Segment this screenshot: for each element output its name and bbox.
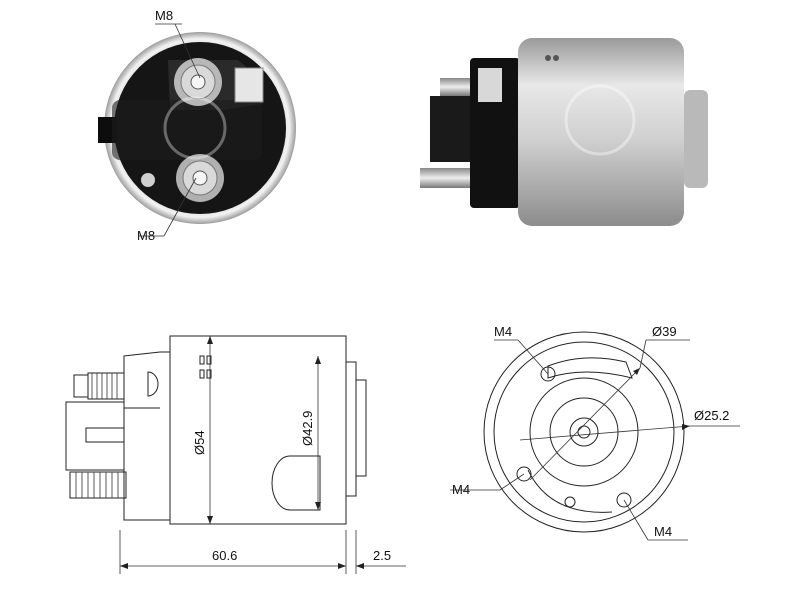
watermark-logo: [163, 96, 227, 160]
drawing-inner-circle: [529, 377, 639, 487]
dim-offset: 2.5: [373, 548, 391, 563]
drawing-side-view: Ø54 Ø42.9 60.6 2.5: [65, 335, 406, 574]
connector-block: [430, 96, 474, 162]
photo-end-view: M8 M8: [98, 8, 296, 243]
drawing-plunger: [271, 455, 321, 511]
thread-label-top: M8: [155, 8, 173, 23]
dim-plunger-diameter: Ø42.9: [300, 411, 315, 446]
drawing-stud-bottom: [69, 471, 127, 499]
watermark-logo-side: [564, 84, 636, 156]
label-bolt-circle: Ø39: [652, 324, 677, 339]
label-mount-top: M4: [494, 324, 512, 339]
drawing-end-view: M4 Ø39 Ø25.2 M4 M4: [450, 324, 740, 541]
terminal-stud-top: [174, 58, 264, 106]
terminal-stud-bottom: [176, 154, 224, 202]
label-mount-bottom: M4: [654, 524, 672, 539]
drawing-terminal-cap: [123, 351, 171, 521]
solenoid-body: [518, 38, 684, 226]
label-mount-left: M4: [452, 482, 470, 497]
plunger-end: [684, 90, 708, 188]
drawing-plunger-face: [345, 361, 357, 497]
label-inner-diameter: Ø25.2: [694, 408, 729, 423]
drawing-stud-top: [87, 372, 125, 400]
mount-hole-top: [540, 366, 556, 382]
mount-hole-bottom: [616, 492, 632, 508]
photo-side-view: [420, 38, 708, 226]
dim-length: 60.6: [212, 548, 237, 563]
drawing-outer-circle: [483, 331, 685, 533]
dim-outer-diameter: Ø54: [192, 430, 207, 455]
mount-hole-left: [516, 466, 532, 482]
stud-thread-bottom: [420, 168, 478, 188]
thread-label-bottom: M8: [137, 228, 155, 243]
